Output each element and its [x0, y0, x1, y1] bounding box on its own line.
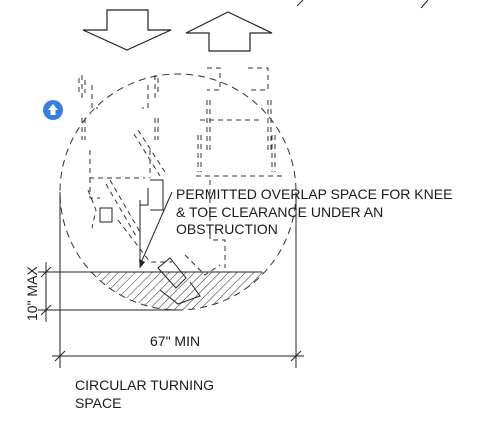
- caption-line2: SPACE: [75, 395, 121, 411]
- up-arrow-icon: [185, 11, 273, 52]
- wheelchair-outline-rotated: [87, 129, 221, 305]
- overlap-label-line2: & TOE CLEARANCE UNDER AN: [176, 204, 383, 220]
- wheelchair-outline-right: [196, 67, 282, 268]
- overlap-label-line3: OBSTRUCTION: [176, 221, 278, 237]
- height-dimension-label: 10" MAX: [24, 266, 40, 321]
- width-dimension-label: 67" MIN: [150, 333, 200, 349]
- down-arrow-icon: [82, 9, 172, 51]
- width-dimension: [52, 192, 304, 368]
- height-dimension: [38, 262, 178, 322]
- leader-line: [139, 191, 173, 266]
- overlap-hatch-area: [60, 272, 296, 310]
- edge-tick: [420, 0, 429, 9]
- overlap-label-line1: PERMITTED OVERLAP SPACE FOR KNEE: [176, 186, 452, 202]
- edge-tick: [296, 0, 304, 7]
- up-arrow-icon[interactable]: [43, 100, 63, 120]
- wheelchair-outline-left: [78, 75, 159, 223]
- caption-line1: CIRCULAR TURNING: [75, 377, 214, 393]
